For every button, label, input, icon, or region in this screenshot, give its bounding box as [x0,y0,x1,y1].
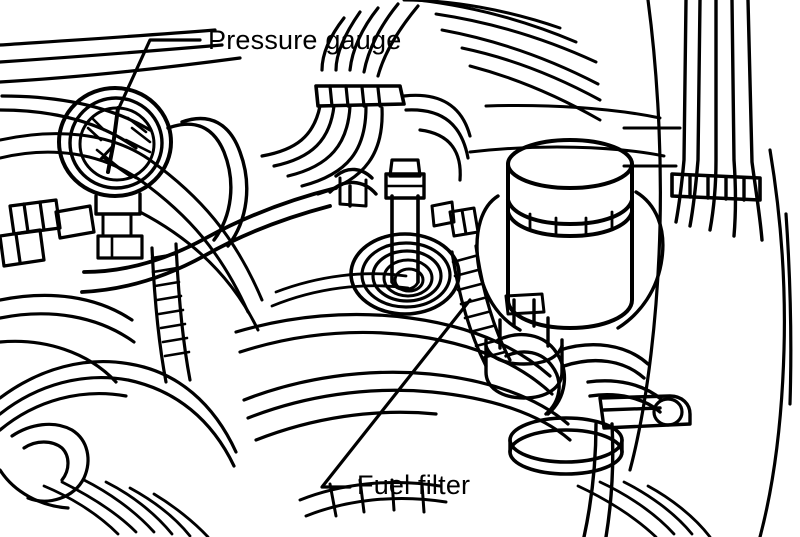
upper-left-cowl-lines [0,28,242,150]
leader-pressure-gauge [116,38,202,112]
bottom-right-hose-cluster [496,332,692,537]
bottom-center-duct [298,478,448,518]
callout-label-pressure-gauge: Pressure gauge [208,25,402,55]
leader-fuel-filter [320,298,472,489]
upper-right-panel-hatch [402,0,602,122]
upper-right-hoses [402,93,472,182]
corrugated-hose-left [150,242,192,384]
coil-spring-pulley [349,158,461,316]
elbow-fitting [328,167,378,208]
left-connector-blocks [0,198,96,268]
callout-leaders [116,38,472,489]
lower-center-seams [270,272,410,308]
small-fittings [430,200,480,238]
center-right-valve-body [484,292,564,400]
callout-label-fuel-filter: Fuel filter [357,470,471,500]
fuel-filter-canister [506,138,634,330]
bottom-right-shading [576,480,712,537]
main-fuel-hose [80,186,338,294]
lower-left-body [0,293,238,468]
bottom-left-shading [42,478,210,537]
upper-hose-bundle [260,2,420,196]
right-vertical-hoses [670,0,764,242]
gauge-dial-marks [86,116,152,180]
pressure-gauge-assembly [57,86,173,260]
lower-left-bracket [0,422,90,510]
center-floor-curves [234,312,572,442]
